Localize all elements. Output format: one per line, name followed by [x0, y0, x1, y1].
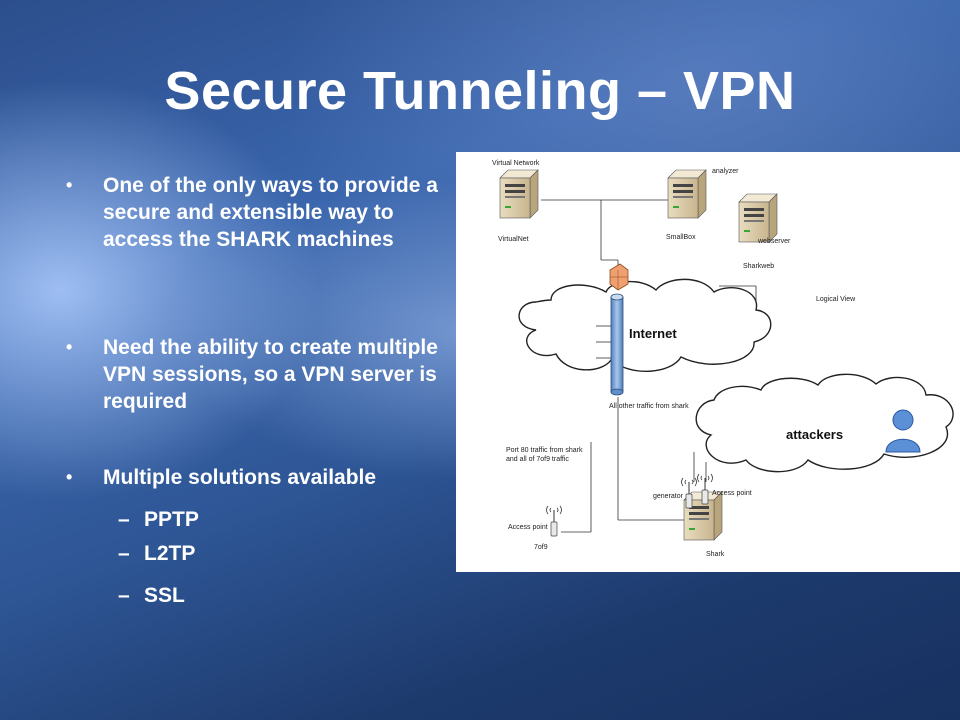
bullet-item: • Multiple solutions available	[60, 464, 460, 491]
user-icon	[885, 409, 921, 453]
virtualnet-server-icon	[499, 169, 539, 219]
bullet-text: Need the ability to create multiple VPN …	[103, 336, 438, 413]
generator-label: generator	[653, 493, 684, 500]
sharkweb-server-icon	[738, 193, 778, 243]
virtual-network-label: Virtual Network	[492, 160, 540, 167]
sub-bullet-text: L2TP	[144, 542, 196, 565]
attackers-cloud	[695, 373, 954, 473]
firewall-icon	[609, 263, 629, 291]
slide-title: Secure Tunneling – VPN	[164, 61, 796, 121]
bullet-text: One of the only ways to provide a secure…	[103, 174, 438, 251]
bullet-dot: •	[66, 337, 73, 357]
sevenof9-label: 7of9	[534, 544, 548, 551]
webserver-label: webserver	[757, 238, 791, 245]
bullet-text: Multiple solutions available	[103, 466, 377, 489]
all-other-traffic-label: All other traffic from shark	[609, 403, 689, 410]
analyzer-label: analyzer	[712, 168, 739, 175]
internet-label: Internet	[629, 326, 677, 341]
internet-pipe	[596, 293, 624, 396]
network-diagram: Virtual Network VirtualNet analyzer Smal…	[456, 152, 960, 572]
logical-view-label: Logical View	[816, 296, 856, 303]
access-point-right-label: Access point	[712, 490, 752, 497]
port80-label-line1: Port 80 traffic from shark	[506, 447, 583, 454]
internet-cloud	[518, 278, 772, 372]
smallbox-server-icon	[667, 169, 707, 219]
sub-bullet-text: PPTP	[144, 508, 199, 531]
access-point-left-label: Access point	[508, 524, 548, 531]
bullet-dot: •	[66, 175, 73, 195]
bullet-item: • Need the ability to create multiple VPN…	[60, 334, 460, 415]
bullet-item: • One of the only ways to provide a secur…	[60, 172, 460, 253]
attackers-label: attackers	[786, 427, 843, 442]
shark-label: Shark	[706, 551, 725, 558]
sharkweb-label: Sharkweb	[743, 263, 774, 270]
access-point-left-icon	[546, 505, 562, 537]
bullet-dot: •	[66, 467, 73, 487]
smallbox-label: SmallBox	[666, 234, 696, 241]
virtualnet-label: VirtualNet	[498, 236, 529, 243]
port80-label-line2: and all of 7of9 traffic	[506, 456, 569, 463]
sub-bullet-text: SSL	[144, 584, 185, 607]
